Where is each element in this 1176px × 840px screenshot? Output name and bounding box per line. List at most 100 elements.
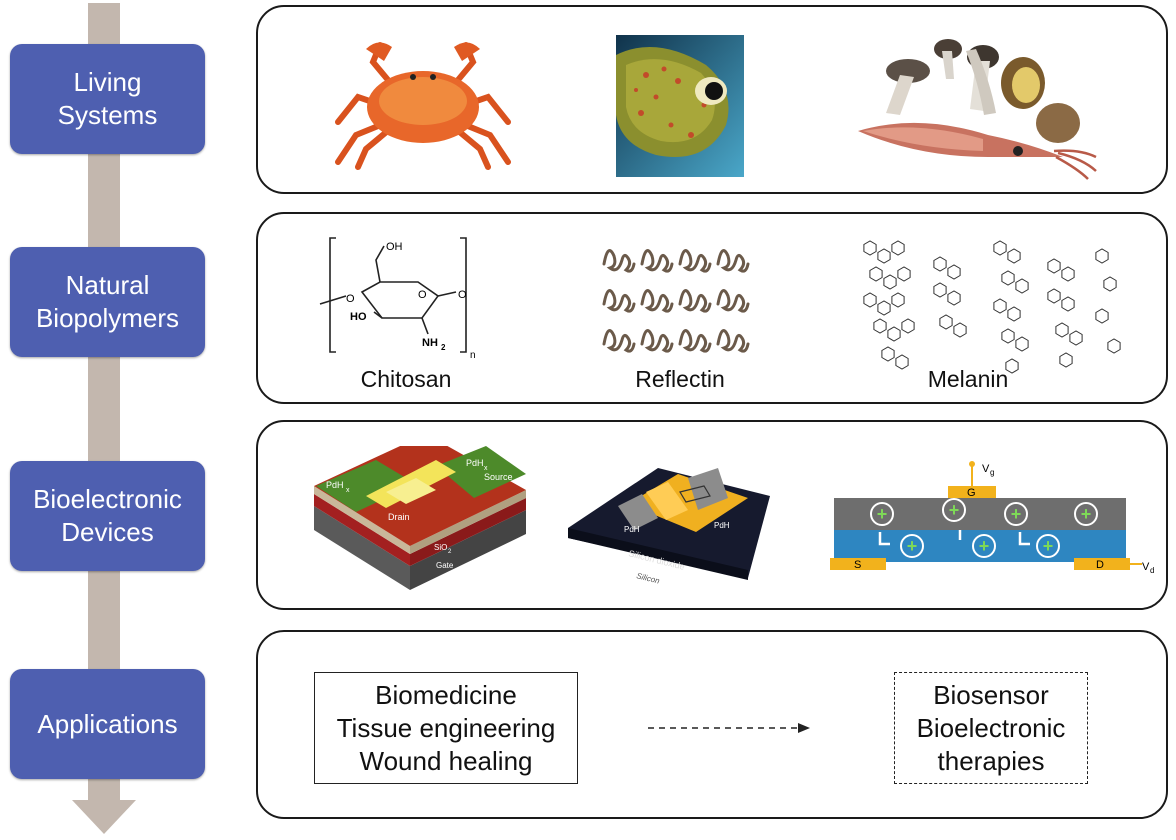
panel-bioelectronic-devices: PdH x PdH x Drain Source SiO 2 Gate Sili… [256,420,1168,610]
melanin-structure [863,240,1121,374]
melanin-ring [897,266,911,282]
svg-text:V: V [1142,561,1150,573]
svg-text:d: d [1150,566,1154,575]
stage-applications: Applications [10,669,205,779]
melanin-ring [895,354,909,370]
melanin-ring [873,318,887,334]
svg-text:g: g [990,468,994,477]
application-wound-healing: Wound healing [359,745,533,776]
svg-text:SiO: SiO [434,543,447,552]
melanin-ring [1007,248,1021,264]
ion-plus-sign: + [949,500,960,520]
stage-living-systems: Living Systems [10,44,205,154]
svg-text:2: 2 [448,549,452,555]
svg-text:O: O [418,289,427,301]
melanin-ring [993,298,1007,314]
svg-text:O: O [458,289,467,301]
ionic-transistor-schematic: V g G S D V d +++++++ [830,461,1154,575]
svg-text:OH: OH [386,241,403,253]
svg-text:PdH: PdH [714,521,730,530]
reflectin-strand [602,249,636,273]
crab-image [335,42,511,170]
melanin-ring [1007,306,1021,322]
melanin-ring [1001,328,1015,344]
melanin-ring [1047,288,1061,304]
melanin-ring [1015,278,1029,294]
melanin-ring [1055,322,1069,338]
application-therapies: therapies [937,745,1045,776]
stage-bioelectronic-devices: Bioelectronic Devices [10,461,205,571]
svg-text:n: n [470,350,476,361]
svg-text:Silicon: Silicon [636,571,662,586]
reflectin-strand [678,249,712,273]
melanin-ring [877,248,891,264]
reflectin-strand [640,249,674,273]
reflectin-strand [640,289,674,313]
ion-circle [870,502,894,526]
melanin-ring [1001,270,1015,286]
panel-natural-biopolymers: OH O O O HO NH 2 n Chitosan Reflectin Me… [256,212,1168,404]
application-bioelectronic: Bioelectronic [916,712,1066,743]
applications-current-box: Biomedicine Tissue engineering Wound hea… [314,672,578,784]
reflectin-strand [602,329,636,353]
svg-text:HO: HO [350,311,367,323]
ion-circle [900,534,924,558]
svg-text:NH: NH [422,337,438,349]
pdh-transistor-device: PdH x PdH x Drain Source SiO 2 Gate [314,446,526,590]
reflectin-strand [602,289,636,313]
melanin-ring [1061,296,1075,312]
panel-living-systems [256,5,1168,194]
melanin-ring [883,274,897,290]
melanin-ring [933,282,947,298]
ion-plus-sign: + [1011,504,1022,524]
caption-chitosan: Chitosan [360,366,452,392]
melanin-ring [939,314,953,330]
melanin-ring [869,266,883,282]
svg-text:D: D [1096,559,1104,571]
melanin-ring [891,240,905,256]
reflectin-strand [678,289,712,313]
melanin-ring [863,240,877,256]
melanin-ring [933,256,947,272]
melanin-ring [901,318,915,334]
svg-text:Gate: Gate [436,561,454,570]
reflectin-strand [716,249,750,273]
melanin-ring [877,300,891,316]
melanin-ring [1103,276,1117,292]
svg-text:PdH: PdH [326,480,344,490]
silicon-dioxide-device: Silicon dioxide Silicon PdH PdH [568,468,770,586]
dashed-arrow [648,723,810,733]
melanin-ring [1047,258,1061,274]
melanin-ring [887,326,901,342]
svg-text:Drain: Drain [388,512,410,522]
application-biomedicine: Biomedicine [375,679,517,710]
reflectin-strand [678,329,712,353]
svg-text:O: O [346,293,355,305]
application-tissue-engineering: Tissue engineering [336,712,556,743]
melanin-ring [881,346,895,362]
reflectin-structure [602,249,750,353]
application-biosensor: Biosensor [933,679,1049,710]
melanin-ring [947,290,961,306]
ion-circle [1074,502,1098,526]
melanin-ring [891,292,905,308]
reflectin-strand [640,329,674,353]
fungi-squid-image [858,39,1097,180]
svg-text:S: S [854,559,861,571]
svg-text:G: G [967,487,976,499]
melanin-ring [1069,330,1083,346]
svg-text:x: x [484,465,488,472]
melanin-ring [863,292,877,308]
melanin-ring [1107,338,1121,354]
svg-text:V: V [982,463,990,475]
melanin-ring [947,264,961,280]
svg-text:Source: Source [484,472,513,482]
ion-plus-sign: + [979,536,990,556]
svg-text:PdH: PdH [466,458,484,468]
ion-circle [1004,502,1028,526]
melanin-ring [993,240,1007,256]
reflectin-strand [716,289,750,313]
svg-text:PdH: PdH [624,525,640,534]
melanin-ring [1015,336,1029,352]
caption-reflectin: Reflectin [635,366,725,392]
